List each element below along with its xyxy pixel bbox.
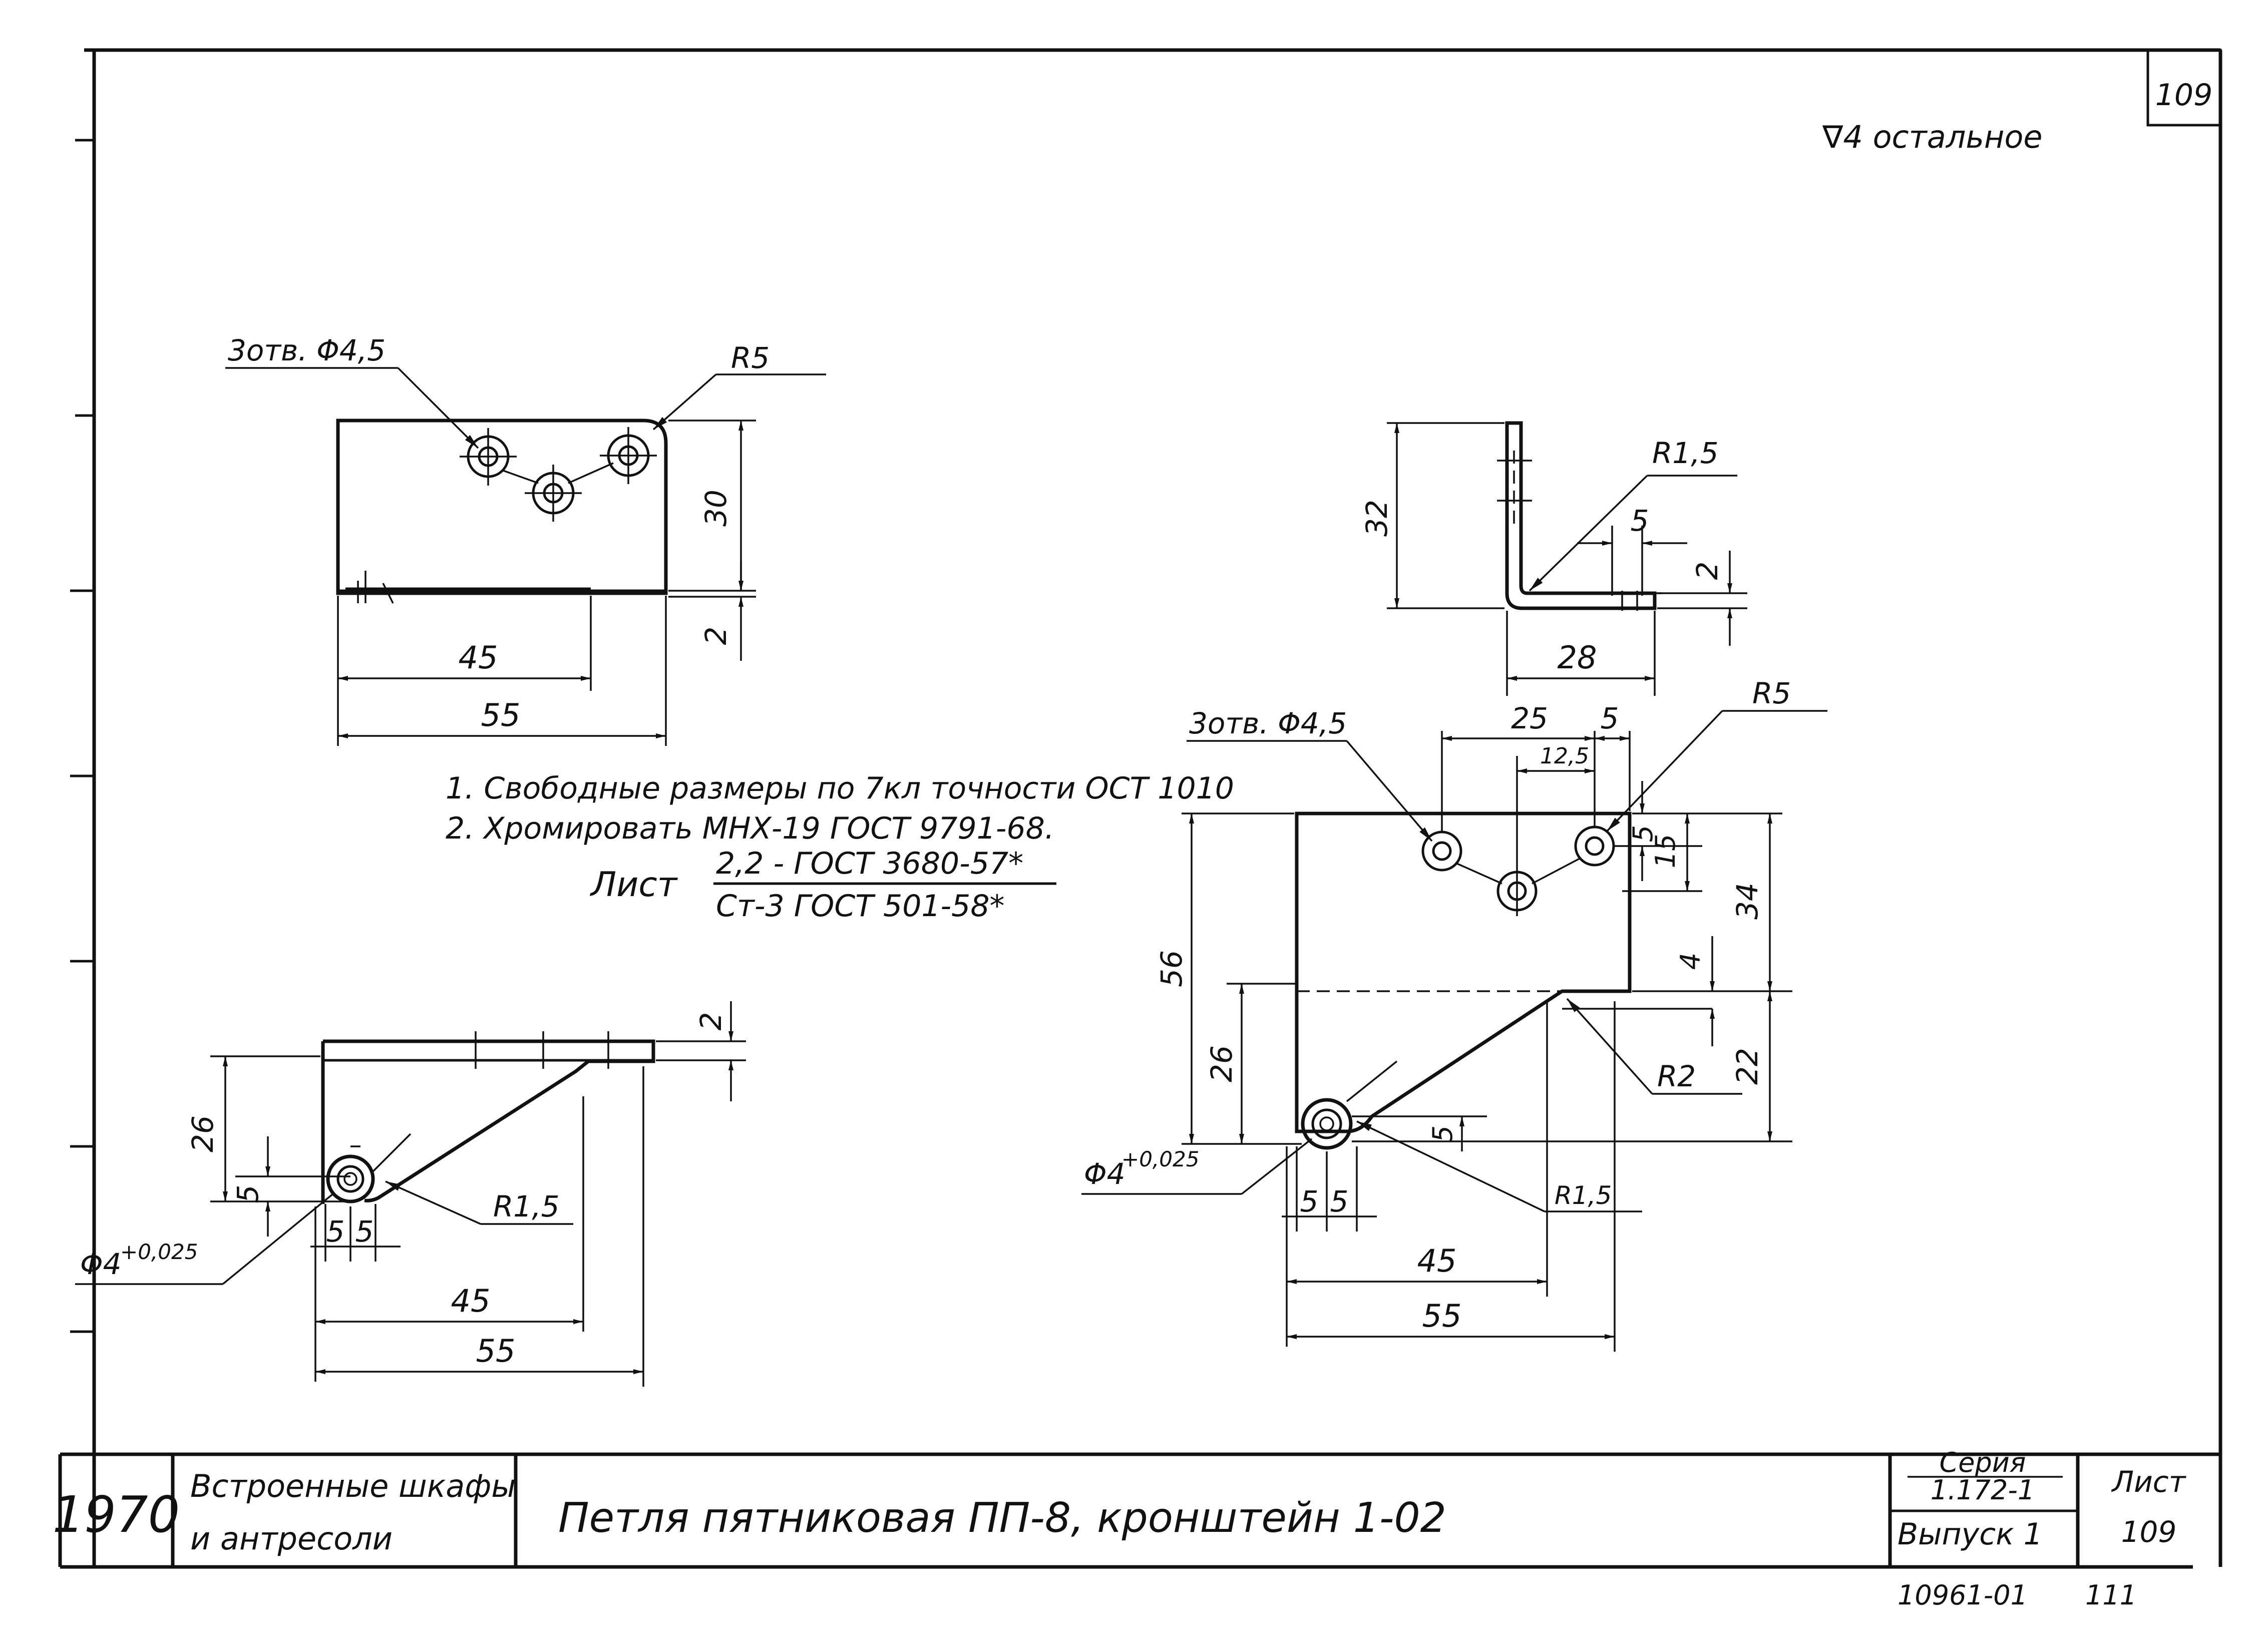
radius-label-profile: R1,5 <box>1652 436 1719 470</box>
sheet-frame <box>58 48 2222 1569</box>
material-label: Лист <box>589 865 678 905</box>
hole-2 <box>525 465 582 522</box>
hole-3 <box>600 427 657 484</box>
series-value: 1.172-1 <box>1931 1474 2035 1506</box>
dim-55-right: 55 <box>1422 1298 1462 1334</box>
technical-notes: 1. Свободные размеры по 7кл точности ОСТ… <box>446 771 1234 924</box>
dim-26-hinge: 26 <box>186 1115 220 1152</box>
dim-2: 2 <box>699 627 733 645</box>
dim-34: 34 <box>1730 883 1764 920</box>
dim-5-vertical-hinge: 5 <box>231 1185 265 1203</box>
page-number: 111 <box>2085 1579 2137 1611</box>
title-subject-line1: Встроенные шкафы <box>190 1468 516 1504</box>
dim-45-hinge: 45 <box>451 1283 491 1319</box>
dim-5a-hinge: 5 <box>326 1214 345 1249</box>
view-top-right: R1,5 32 5 2 28 <box>1360 421 1747 696</box>
note-1: 1. Свободные размеры по 7кл точности ОСТ… <box>446 771 1234 806</box>
dim-2-hinge: 2 <box>694 1012 728 1031</box>
pin-tolerance-hinge: +0,025 <box>120 1240 198 1264</box>
dim-28: 28 <box>1558 639 1597 676</box>
sheet-value: 109 <box>2121 1515 2177 1549</box>
dim-25: 25 <box>1511 701 1548 735</box>
issue-label: Выпуск 1 <box>1898 1517 2043 1552</box>
dim-4: 4 <box>1675 953 1706 970</box>
title-subject-line2: и антресоли <box>190 1520 393 1557</box>
dim-30: 30 <box>699 490 733 527</box>
view-bottom-left: 2 26 5 5 5 R1,5 Φ4 +0,025 45 55 <box>75 1001 746 1387</box>
radius-r5-right: R5 <box>1752 676 1791 710</box>
holes-label-left: 3отв. Φ4,5 <box>228 333 386 367</box>
series-label: Серия <box>1940 1447 2026 1478</box>
dim-5-top: 5 <box>1601 701 1619 735</box>
pin-label-hinge: Φ4 <box>80 1247 122 1281</box>
pin-bottom-right <box>1301 1098 1353 1150</box>
dim-45-right: 45 <box>1417 1243 1457 1279</box>
pin-bottom-left <box>326 1154 375 1203</box>
pin-label-right: Φ4 <box>1084 1157 1125 1191</box>
dim-5b-right: 5 <box>1330 1184 1349 1218</box>
material-bottom: Ст-3 ГОСТ 501-58* <box>716 889 1005 924</box>
radius-label-hinge: R1,5 <box>493 1189 560 1224</box>
dim-55: 55 <box>481 697 521 733</box>
dim-5b-hinge: 5 <box>355 1214 374 1249</box>
drawing-title: Петля пятниковая ПП-8, кронштейн 1-02 <box>558 1494 1446 1542</box>
hole-1 <box>460 428 517 486</box>
dim-5-right: 5 <box>1627 825 1659 842</box>
dim-45: 45 <box>459 639 498 676</box>
radius-r1-5-right: R1,5 <box>1555 1181 1612 1210</box>
surface-roughness-note: ∇4 остальное <box>1822 119 2043 155</box>
view-bottom-right: 3отв. Φ4,5 R5 25 5 12,5 5 15 34 4 <box>1081 676 1827 1352</box>
dim-5-vertical-right: 5 <box>1427 1125 1458 1142</box>
pin-tolerance-right: +0,025 <box>1121 1147 1199 1171</box>
dim-2-profile: 2 <box>1690 562 1724 580</box>
dim-26-right: 26 <box>1205 1045 1239 1082</box>
dim-32: 32 <box>1360 500 1394 537</box>
sheet-number-box: 109 <box>2146 49 2222 127</box>
material-top: 2,2 - ГОСТ 3680-57* <box>716 846 1023 881</box>
sheet-number: 109 <box>2155 78 2213 113</box>
view-top-left: 3отв. Φ4,5 R5 30 2 45 55 <box>225 333 826 746</box>
dim-22: 22 <box>1730 1048 1764 1085</box>
hole-a <box>1421 831 1462 872</box>
dim-5a-right: 5 <box>1300 1184 1319 1218</box>
dim-5-profile: 5 <box>1631 504 1649 538</box>
dim-55-hinge: 55 <box>476 1333 516 1369</box>
dim-56: 56 <box>1155 950 1189 987</box>
sheet-label: Лист <box>2111 1465 2187 1499</box>
note-2: 2. Хромировать МНХ-19 ГОСТ 9791-68. <box>446 811 1054 846</box>
dim-15: 15 <box>1650 834 1681 869</box>
title-block: 1970 Встроенные шкафы и антресоли Петля … <box>53 1447 2187 1567</box>
title-year: 1970 <box>53 1485 180 1544</box>
dim-12-5: 12,5 <box>1540 743 1589 769</box>
radius-label-left: R5 <box>731 341 770 375</box>
holes-label-right: 3отв. Φ4,5 <box>1189 706 1347 740</box>
radius-r2: R2 <box>1657 1059 1696 1093</box>
hole-c <box>1574 826 1615 867</box>
document-number: 10961-01 <box>1898 1579 2028 1611</box>
